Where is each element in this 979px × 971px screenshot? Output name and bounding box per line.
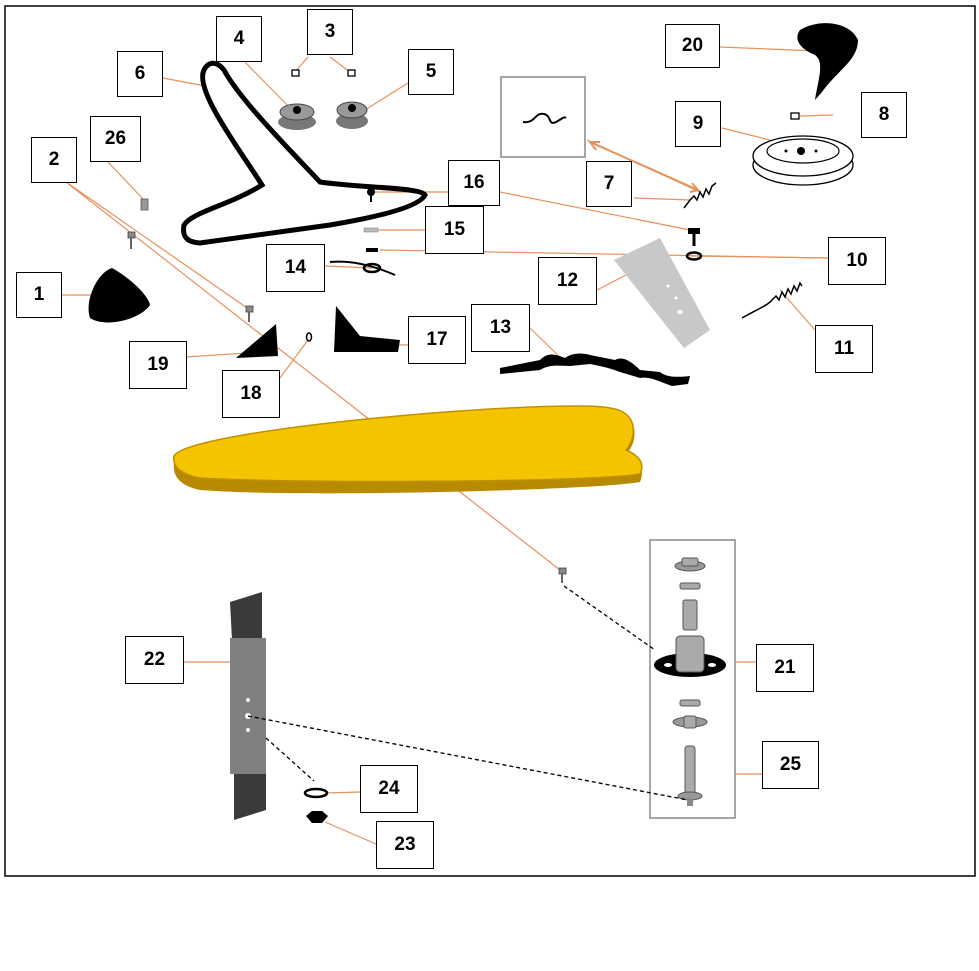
part-6-belt xyxy=(181,60,428,246)
label-20: 20 xyxy=(665,24,720,68)
part-7-spring xyxy=(683,182,717,209)
part-8-nut xyxy=(790,112,800,120)
part-24-washer xyxy=(303,787,329,799)
label-2: 2 xyxy=(31,137,77,183)
label-26: 26 xyxy=(90,116,141,162)
part-20-cover xyxy=(797,23,858,100)
part-12-plate xyxy=(614,238,710,348)
label-6: 6 xyxy=(117,51,163,97)
label-12: 12 xyxy=(538,257,597,305)
part-22-blade xyxy=(230,592,266,820)
label-1: 1 xyxy=(16,272,62,318)
label-3: 3 xyxy=(307,9,353,55)
part-2-bolts xyxy=(127,231,254,322)
label-24: 24 xyxy=(360,765,418,813)
label-22: 22 xyxy=(125,636,184,684)
part-13-baffle xyxy=(500,353,690,386)
assembly-dashed-lines xyxy=(247,585,689,801)
deck-bolt xyxy=(558,567,567,583)
part-21-spindle-assembly xyxy=(654,557,726,729)
label-14: 14 xyxy=(266,244,325,292)
part-26-nut xyxy=(140,198,149,211)
part-5-pulley xyxy=(336,101,368,129)
label-13: 13 xyxy=(471,304,530,352)
label-18: 18 xyxy=(222,370,280,418)
part-19-bracket xyxy=(236,324,278,358)
label-17: 17 xyxy=(408,316,466,364)
label-9: 9 xyxy=(675,101,721,147)
part-25-spindle-shaft xyxy=(677,745,703,806)
part-15-pin xyxy=(363,227,379,233)
inset-spring-detail xyxy=(522,112,567,124)
part-9-pulley xyxy=(752,135,854,186)
part-17-bracket xyxy=(334,306,400,352)
inset-arrow xyxy=(588,141,700,193)
part-3-nut-b xyxy=(347,69,356,77)
label-4: 4 xyxy=(216,16,262,62)
label-10: 10 xyxy=(828,237,886,285)
inset-box xyxy=(500,76,586,158)
part-16-bolt xyxy=(367,188,375,202)
part-10-spacer xyxy=(366,248,378,252)
label-7: 7 xyxy=(586,161,632,207)
part-14-idler-arm xyxy=(329,260,396,276)
mower-deck xyxy=(172,405,643,494)
part-10-bolt-washer xyxy=(685,228,703,261)
label-21: 21 xyxy=(756,644,814,692)
part-11-spring xyxy=(741,281,803,319)
label-5: 5 xyxy=(408,49,454,95)
label-23: 23 xyxy=(376,821,434,869)
part-1-guard xyxy=(88,268,150,323)
label-15: 15 xyxy=(425,206,484,254)
label-11: 11 xyxy=(815,325,873,373)
part-3-nut-a xyxy=(291,69,300,77)
part-18-clip xyxy=(305,332,313,342)
label-8: 8 xyxy=(861,92,907,138)
label-16: 16 xyxy=(448,160,500,206)
part-4-pulley xyxy=(278,103,316,130)
part-23-nut xyxy=(306,811,328,823)
label-19: 19 xyxy=(129,341,187,389)
label-25: 25 xyxy=(762,741,819,789)
